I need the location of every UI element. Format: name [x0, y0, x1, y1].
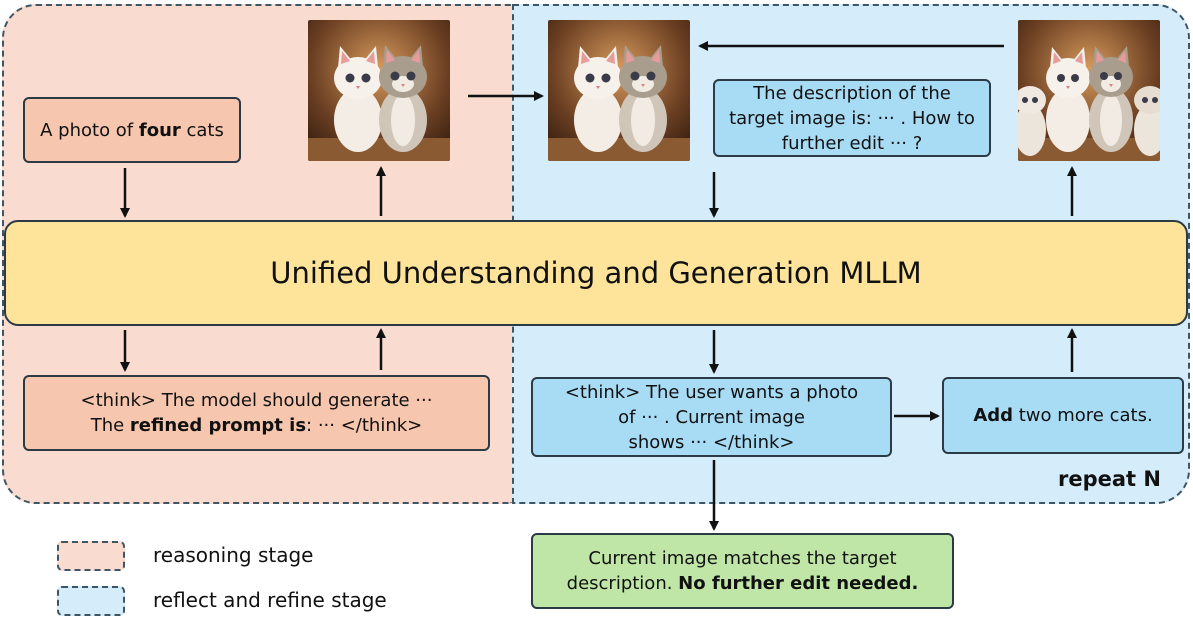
edit-instruction-text: Add two more cats. — [973, 405, 1153, 426]
repeat-label: repeat N — [1058, 467, 1161, 491]
generated-image-two-cats — [308, 20, 450, 161]
edited-image-four-cats — [1018, 20, 1160, 161]
reasoning-think-box: <think> The model should generate ··· Th… — [23, 375, 490, 451]
legend-swatch-reasoning — [57, 541, 125, 571]
legend-label-reasoning: reasoning stage — [153, 543, 314, 567]
reasoning-think-text: <think> The model should generate ··· Th… — [80, 390, 433, 436]
reflect-think-box: <think> The user wants a photo of ··· . … — [531, 377, 892, 457]
legend-label-reflect: reflect and refine stage — [153, 588, 387, 612]
final-result-box: Current image matches the target descrip… — [531, 533, 954, 609]
reflect-query-text: The description of the target image is: … — [729, 82, 975, 154]
mllm-module: Unified Understanding and Generation MLL… — [4, 220, 1188, 326]
edit-instruction-box: Add two more cats. — [942, 377, 1184, 454]
reflect-think-text: <think> The user wants a photo of ··· . … — [564, 381, 859, 453]
prompt-box: A photo of four cats — [23, 97, 241, 163]
legend-swatch-reflect — [57, 586, 125, 616]
final-result-text: Current image matches the target descrip… — [566, 548, 919, 594]
reflect-query-box: The description of the target image is: … — [713, 79, 991, 157]
prompt-text: A photo of four cats — [40, 119, 224, 141]
current-image-two-cats — [548, 20, 690, 161]
mllm-label: Unified Understanding and Generation MLL… — [270, 256, 922, 290]
